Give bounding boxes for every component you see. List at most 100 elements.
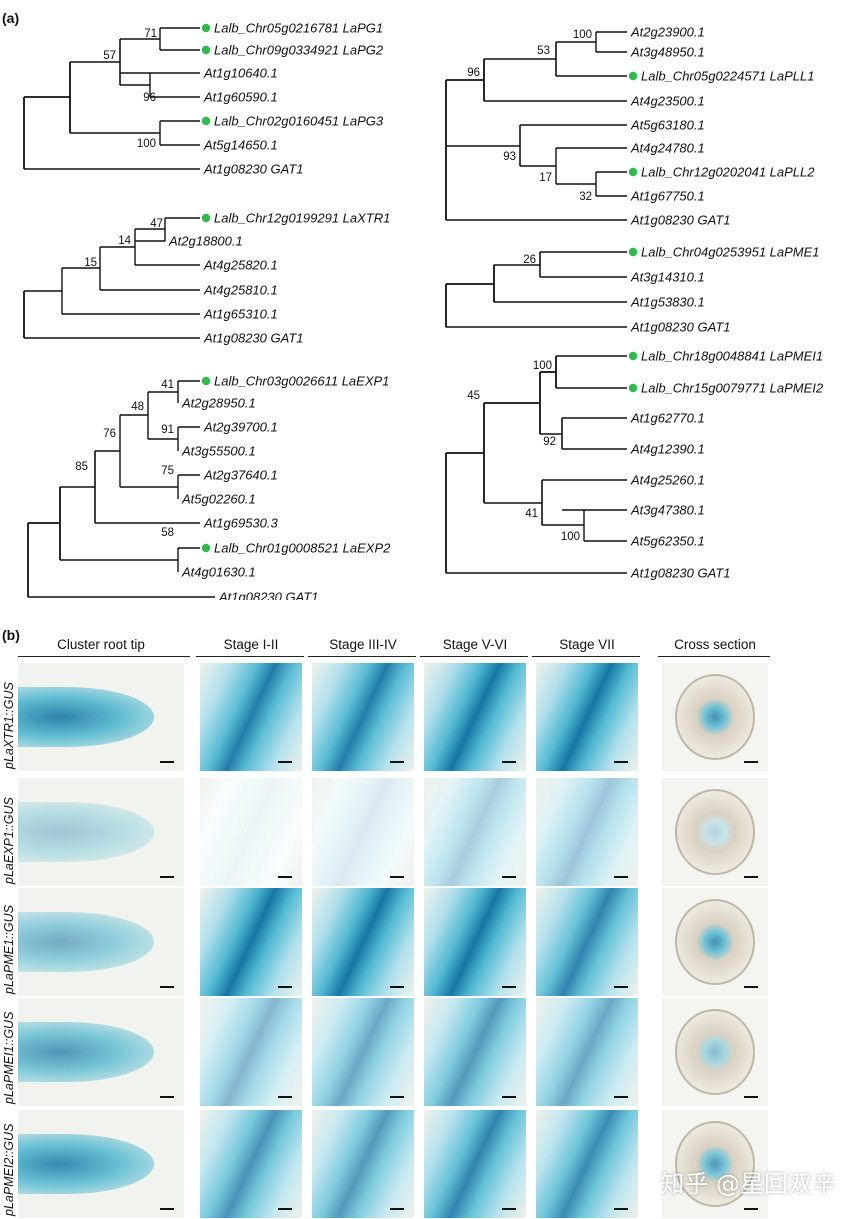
gene-marker-dot (201, 45, 211, 55)
bootstrap-value: 58 (161, 527, 174, 539)
tree-leaf-label: At4g23500.1 (630, 94, 705, 109)
gene-marker-dot (628, 247, 638, 257)
scale-bar (390, 876, 404, 878)
column-header: Stage I-II (223, 637, 279, 652)
tree-leaf-label: At1g69530.3 (203, 516, 279, 531)
bootstrap-value: 41 (161, 379, 174, 391)
row-label: pLaPMEI1::GUS (2, 1011, 16, 1104)
bootstrap-value: 92 (543, 436, 556, 448)
column-header: Stage V-VI (442, 637, 508, 652)
scale-bar (744, 761, 758, 763)
tree-leaf-label: At4g25820.1 (203, 258, 278, 273)
root-tip-stain (18, 686, 155, 748)
scale-bar (614, 1208, 628, 1210)
gene-marker-dot (201, 23, 211, 33)
tree-leaf-label: At4g24780.1 (630, 141, 705, 156)
gus-image-cell (312, 998, 414, 1106)
bootstrap-value: 41 (525, 508, 538, 520)
scale-bar (744, 986, 758, 988)
scale-bar (614, 761, 628, 763)
tree-leaf-label: At2g18800.1 (168, 234, 243, 249)
scale-bar (502, 986, 516, 988)
cross-section-stain (674, 1008, 756, 1096)
bootstrap-value: 91 (161, 424, 174, 436)
tree-leaf-label: Lalb_Chr03g0026611 LaEXP1 (214, 374, 389, 389)
bootstrap-value: 48 (131, 401, 144, 413)
scale-bar (502, 1096, 516, 1098)
scale-bar (502, 1208, 516, 1210)
scale-bar (278, 986, 292, 988)
column-header-rule (308, 656, 416, 657)
tree-leaf-label: At1g08230 GAT1 (218, 590, 319, 601)
gus-image-cell (200, 778, 302, 886)
tree-leaf-label: At4g01630.1 (181, 565, 256, 580)
tree-leaf-label: At4g25810.1 (203, 283, 278, 298)
scale-bar (160, 1208, 174, 1210)
column-header: Cluster root tip (57, 637, 145, 652)
gus-image-cell (312, 663, 414, 771)
gus-image-cell (536, 1110, 638, 1218)
bootstrap-value: 26 (523, 254, 536, 266)
scale-bar (160, 761, 174, 763)
cross-section-stain (674, 788, 756, 876)
scale-bar (160, 986, 174, 988)
tree-leaf-label: At1g08230 GAT1 (630, 566, 731, 581)
bootstrap-value: 100 (137, 138, 156, 150)
tree-leaf-label: Lalb_Chr12g0199291 LaXTR1 (214, 211, 390, 226)
bootstrap-value: 45 (467, 390, 480, 402)
tree-leaf-label: At4g12390.1 (630, 442, 705, 457)
tree-leaf-label: At3g48950.1 (630, 45, 705, 60)
root-tip-stain (18, 801, 155, 863)
tree-leaf-label: Lalb_Chr12g0202041 LaPLL2 (641, 165, 815, 180)
tree-leaf-label: Lalb_Chr01g0008521 LaEXP2 (214, 541, 391, 556)
gus-image-cell (18, 998, 184, 1106)
gus-image-cell (18, 1110, 184, 1218)
bootstrap-value: 47 (150, 218, 163, 230)
tree-leaf-label: At1g67750.1 (630, 189, 705, 204)
tree-leaf-label: At1g62770.1 (630, 411, 705, 426)
scale-bar (614, 986, 628, 988)
scale-bar (614, 1096, 628, 1098)
bootstrap-value: 100 (533, 360, 552, 372)
scale-bar (614, 876, 628, 878)
scale-bar (160, 1096, 174, 1098)
tree-leaf-label: Lalb_Chr15g0079771 LaPMEI2 (641, 381, 824, 396)
bootstrap-value: 32 (579, 191, 592, 203)
tree-leaf-label: At3g14310.1 (630, 270, 705, 285)
phylogenetic-trees: Lalb_Chr05g0216781 LaPG1Lalb_Chr09g03349… (23, 21, 824, 601)
tree-leaf-label: At3g55500.1 (181, 444, 256, 459)
cross-section-stain (674, 898, 756, 986)
tree-leaf-label: At3g47380.1 (630, 503, 705, 518)
bootstrap-value: 57 (103, 50, 116, 62)
bootstrap-value: 15 (84, 257, 97, 269)
column-header-rule (420, 656, 528, 657)
scale-bar (390, 761, 404, 763)
row-label: pLaPMEI2::GUS (2, 1123, 16, 1216)
gus-image-cell (662, 1110, 768, 1218)
tree-leaf-label: Lalb_Chr02g0160451 LaPG3 (214, 114, 384, 129)
gus-image-cell (18, 888, 184, 996)
root-tip-stain (18, 911, 155, 973)
gene-marker-dot (628, 351, 638, 361)
bootstrap-value: 100 (573, 29, 592, 41)
tree-leaf-label: Lalb_Chr18g0048841 LaPMEI1 (641, 349, 823, 364)
gene-marker-dot (201, 213, 211, 223)
gus-image-cell (662, 663, 768, 771)
scale-bar (160, 876, 174, 878)
gene-marker-dot (628, 383, 638, 393)
gus-image-cell (662, 998, 768, 1106)
gus-image-cell (200, 1110, 302, 1218)
gene-marker-dot (628, 71, 638, 81)
scale-bar (278, 1208, 292, 1210)
column-header-rule (18, 656, 190, 657)
tree-leaf-label: At1g53830.1 (630, 295, 705, 310)
gus-image-cell (536, 663, 638, 771)
gus-image-cell (424, 778, 526, 886)
bootstrap-value: 75 (161, 465, 174, 477)
bootstrap-value: 14 (118, 235, 131, 247)
gus-image-cell (662, 778, 768, 886)
column-header-rule (532, 656, 640, 657)
panel-b-label: (b) (2, 627, 20, 643)
tree-leaf-label: At5g02260.1 (181, 492, 256, 507)
